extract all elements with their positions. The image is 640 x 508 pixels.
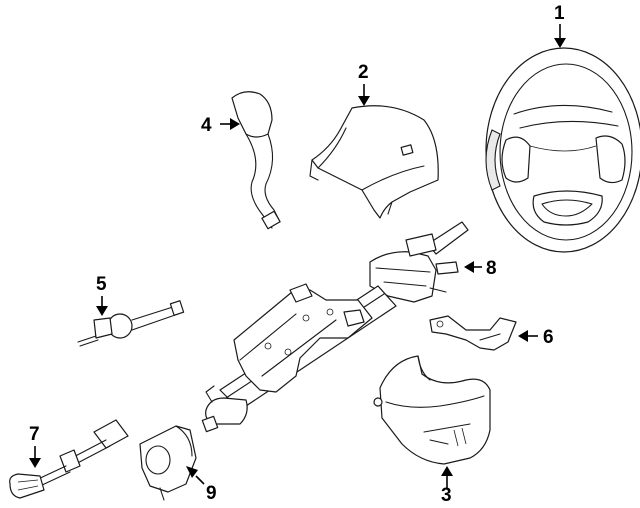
callout-6: 6 xyxy=(518,327,554,348)
callout-1: 1 xyxy=(554,3,566,48)
callout-number-9: 9 xyxy=(206,483,217,504)
part-shift-lever xyxy=(231,91,281,230)
callout-3: 3 xyxy=(441,466,453,506)
part-steering-column xyxy=(201,221,469,433)
callout-number-7: 7 xyxy=(29,424,40,445)
part-intermediate-shaft xyxy=(9,419,129,499)
callout-4: 4 xyxy=(201,115,240,136)
callout-8: 8 xyxy=(464,258,497,279)
callout-number-5: 5 xyxy=(96,274,107,295)
part-ignition-housing xyxy=(139,425,197,501)
callout-2: 2 xyxy=(358,62,370,106)
callout-number-2: 2 xyxy=(358,62,369,83)
callout-number-3: 3 xyxy=(441,485,452,506)
callout-number-1: 1 xyxy=(554,3,565,24)
part-lock-switch xyxy=(77,300,185,347)
callout-number-4: 4 xyxy=(201,115,212,136)
part-steering-wheel xyxy=(485,47,640,253)
callout-7: 7 xyxy=(29,424,41,468)
part-lower-shroud xyxy=(373,355,491,465)
callout-number-8: 8 xyxy=(486,258,497,279)
part-bracket xyxy=(429,315,517,351)
callout-5: 5 xyxy=(96,274,108,316)
callout-9: 9 xyxy=(186,466,217,504)
callout-number-6: 6 xyxy=(543,327,554,348)
part-upper-shroud xyxy=(309,105,439,219)
